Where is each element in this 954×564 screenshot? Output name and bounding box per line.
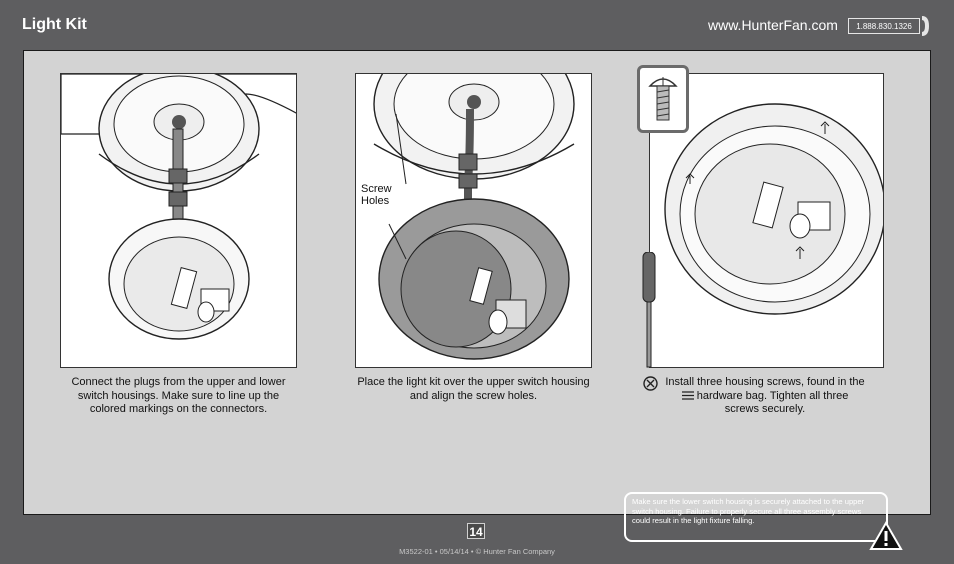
step2-caption: Place the light kit over the upper switc… xyxy=(357,376,590,402)
step1-caption: Connect the plugs from the upper and low… xyxy=(71,376,286,415)
phone-icon xyxy=(922,16,929,36)
warning-icon xyxy=(869,521,903,550)
footer-doc-info: M3522-01 • 05/14/14 • © Hunter Fan Compa… xyxy=(399,547,555,556)
cross-circle-icon xyxy=(643,376,658,391)
screw-icon xyxy=(637,65,689,133)
page-number: 14 xyxy=(467,523,485,539)
step1-illustration xyxy=(60,73,297,368)
phone-number: 1.888.830.1326 xyxy=(848,18,920,34)
hardware-bag-icon xyxy=(681,391,694,400)
warning-note: Make sure the lower switch housing is se… xyxy=(624,492,888,542)
step2-illustration xyxy=(355,73,592,368)
screwdriver-icon xyxy=(642,252,656,368)
website-link[interactable]: www.HunterFan.com xyxy=(708,17,838,33)
step3-caption: Install three housing screws, found in t… xyxy=(665,376,865,415)
page-title: Light Kit xyxy=(22,16,87,33)
